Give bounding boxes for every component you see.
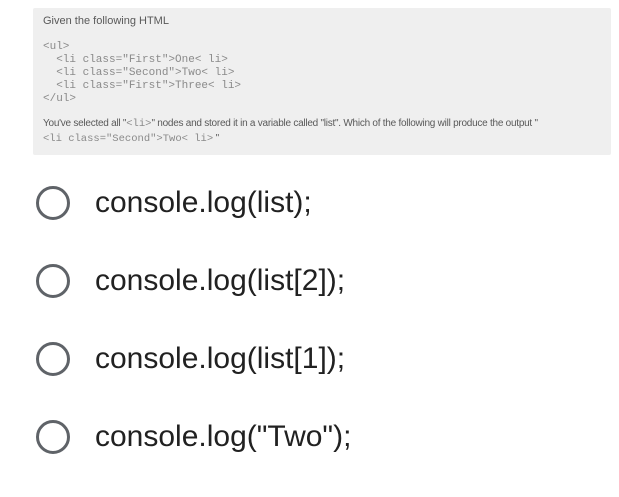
prompt-line-2: <li class="Second">Two< li> ": [43, 132, 601, 147]
prompt-inline-code: <li>: [126, 118, 152, 130]
prompt-text: " nodes and stored it in a variable call…: [151, 118, 538, 129]
code-line: <li class="First">One< li>: [43, 54, 228, 66]
radio-button-icon[interactable]: [36, 420, 70, 454]
code-line: </ul>: [43, 93, 77, 105]
prompt-inline-code: <li class="Second">Two< li>: [43, 132, 214, 145]
radio-button-icon[interactable]: [36, 342, 70, 376]
answer-option-3[interactable]: console.log(list[1]);: [36, 341, 351, 377]
answer-option-label: console.log(list);: [95, 186, 312, 219]
answer-option-label: console.log(list[1]);: [95, 342, 346, 375]
answer-option-label: console.log(list[2]);: [95, 264, 346, 297]
answer-option-1[interactable]: console.log(list);: [36, 185, 351, 221]
prompt-text: You've selected all ": [43, 118, 127, 129]
code-line: <ul>: [43, 41, 70, 53]
radio-button-icon[interactable]: [36, 186, 70, 220]
question-intro: Given the following HTML: [43, 15, 169, 27]
answer-option-label: console.log("Two");: [95, 420, 352, 453]
answer-option-2[interactable]: console.log(list[2]);: [36, 263, 351, 299]
question-prompt: You've selected all "<li>" nodes and sto…: [43, 117, 601, 146]
code-line: <li class="Second">Two< li>: [43, 67, 235, 79]
radio-button-icon[interactable]: [36, 264, 70, 298]
answer-option-4[interactable]: console.log("Two");: [36, 419, 351, 455]
html-code-block: <ul> <li class="First">One< li> <li clas…: [43, 41, 601, 106]
question-card: Given the following HTML <ul> <li class=…: [33, 8, 611, 155]
prompt-line-1: You've selected all "<li>" nodes and sto…: [43, 117, 601, 132]
answer-options: console.log(list); console.log(list[2]);…: [36, 185, 351, 497]
prompt-text: ": [213, 132, 220, 144]
code-line: <li class="First">Three< li>: [43, 80, 242, 92]
